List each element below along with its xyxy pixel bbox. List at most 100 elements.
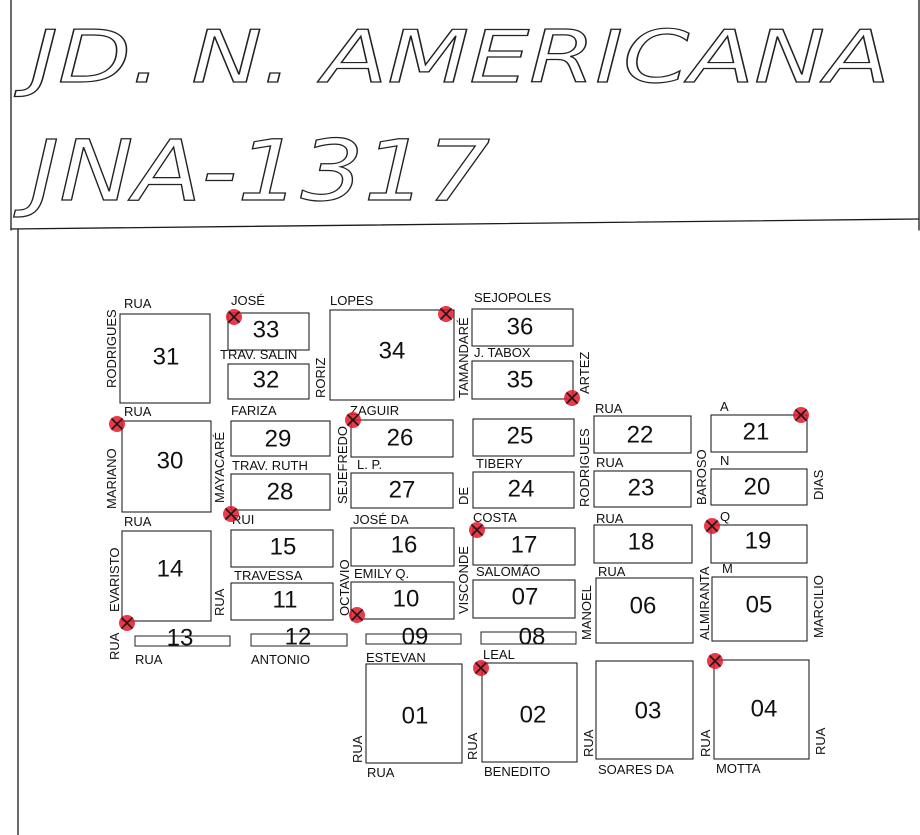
block-number: 22 — [627, 421, 654, 448]
block-number: 07 — [512, 583, 539, 610]
block-number: 31 — [153, 343, 180, 370]
block-20 — [710, 468, 808, 506]
block-number: 08 — [519, 623, 546, 650]
marker-cross — [351, 609, 363, 621]
street-label: MAYACARÉ — [212, 432, 227, 503]
street-label: MOTTA — [716, 761, 761, 776]
header-title-line1: JD. N. AMERICANA — [14, 15, 890, 99]
street-label: RORIZ — [313, 358, 328, 399]
street-label: ALMIRANTA — [697, 566, 712, 640]
block-04 — [713, 659, 810, 760]
block-number: 13 — [167, 624, 194, 651]
street-label: RUA — [124, 404, 152, 419]
street-label: RUA — [698, 729, 713, 757]
street-label: COSTA — [473, 510, 517, 525]
street-label: RODRIGUES — [577, 428, 592, 507]
marker-cross — [706, 520, 718, 532]
block-number: 35 — [507, 366, 534, 393]
block-34 — [329, 309, 455, 401]
block-25 — [472, 418, 575, 457]
survey-marker — [438, 306, 454, 322]
street-label: ESTEVAN — [366, 650, 426, 665]
marker-cross — [475, 662, 487, 674]
survey-marker — [793, 407, 809, 423]
block-18 — [593, 524, 693, 564]
survey-marker — [349, 607, 365, 623]
block-number: 03 — [635, 697, 662, 724]
block-number: 06 — [630, 592, 657, 619]
block-number: 26 — [387, 424, 414, 451]
block-12 — [250, 633, 348, 647]
block-27 — [350, 472, 454, 509]
block-number: 34 — [379, 337, 406, 364]
block-number: 29 — [265, 425, 292, 452]
marker-cross — [795, 409, 807, 421]
street-label: DIAS — [811, 469, 826, 500]
block-16 — [350, 527, 455, 567]
block-number: 33 — [253, 316, 280, 343]
street-label: SEJOPOLES — [474, 290, 552, 305]
block-number: 25 — [507, 422, 534, 449]
street-label: ANTONIO — [251, 652, 310, 667]
street-label: SOARES DA — [598, 762, 674, 777]
street-label: TRAV. RUTH — [232, 458, 308, 473]
marker-cross — [225, 508, 237, 520]
block-03 — [595, 660, 694, 760]
block-number: 19 — [745, 527, 772, 554]
street-label: RUA — [135, 652, 163, 667]
marker-cross — [111, 418, 123, 430]
survey-marker — [119, 615, 135, 631]
street-label: BENEDITO — [484, 764, 550, 779]
block-24 — [472, 471, 575, 509]
block-32 — [227, 363, 310, 400]
block-26 — [350, 419, 454, 458]
street-label: TAMANDARÉ — [456, 317, 471, 398]
street-label: EMILY Q. — [354, 566, 409, 581]
street-label: OCTAVIO — [337, 559, 352, 616]
block-10 — [350, 581, 455, 620]
block-36 — [471, 308, 574, 347]
block-number: 12 — [285, 623, 312, 650]
block-28 — [230, 473, 331, 511]
street-label: VISCONDE — [456, 546, 471, 614]
block-13 — [134, 635, 231, 647]
street-label: RUA — [595, 401, 623, 416]
street-label: RODRIGUES — [104, 309, 119, 388]
block-number: 18 — [628, 528, 655, 555]
block-17 — [472, 527, 576, 566]
block-15 — [230, 529, 334, 568]
block-number: 09 — [402, 623, 429, 650]
street-label: RUA — [465, 732, 480, 760]
street-label: SEJEFREDO — [335, 426, 350, 504]
marker-cross — [566, 392, 578, 404]
block-08 — [480, 631, 577, 645]
street-label: JOSÉ DA — [353, 512, 409, 527]
street-label: A — [720, 399, 729, 414]
block-06 — [595, 577, 694, 644]
street-label: RUA — [124, 296, 152, 311]
survey-markers — [109, 306, 809, 676]
sheet-frame — [10, 0, 920, 835]
block-11 — [230, 582, 334, 621]
street-label: LEAL — [483, 647, 515, 662]
survey-marker — [704, 518, 720, 534]
block-31 — [119, 313, 211, 404]
street-label: M — [722, 561, 733, 576]
block-number: 02 — [520, 701, 547, 728]
street-label: MANOEL — [579, 585, 594, 640]
survey-marker — [226, 309, 242, 325]
street-label: RUA — [107, 632, 122, 660]
marker-cross — [347, 414, 359, 426]
block-09 — [365, 633, 462, 645]
survey-marker — [469, 522, 485, 538]
street-label: RUA — [350, 735, 365, 763]
survey-marker — [223, 506, 239, 522]
block-number: 27 — [389, 476, 416, 503]
street-label: Q — [720, 509, 730, 524]
street-label: N — [720, 453, 729, 468]
survey-marker — [345, 412, 361, 428]
marker-cross — [121, 617, 133, 629]
street-label: TRAVESSA — [234, 568, 303, 583]
header-title-line2: JNA-1317 — [13, 122, 490, 220]
